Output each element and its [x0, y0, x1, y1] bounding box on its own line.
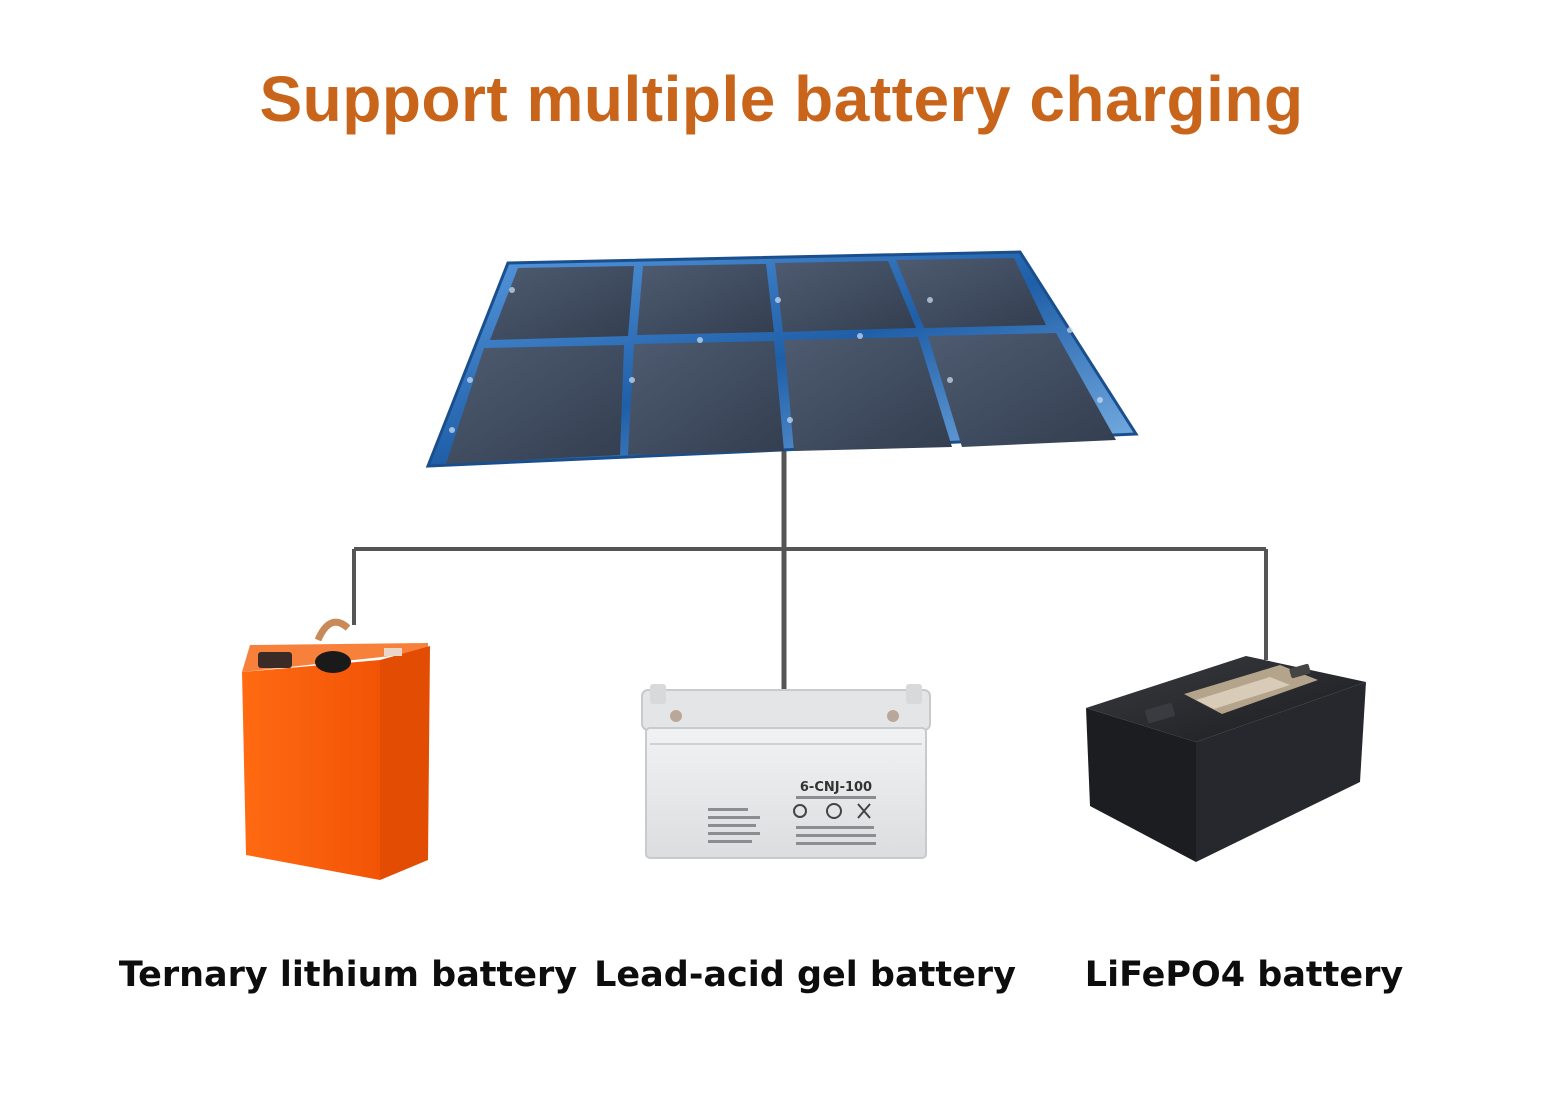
panel-cell	[896, 258, 1046, 328]
panel-cell	[928, 333, 1116, 447]
black-battery-icon	[1086, 656, 1366, 862]
panel-cell	[775, 261, 916, 332]
battery-side	[1196, 682, 1366, 862]
battery-terminal	[1145, 702, 1175, 724]
lead-acid-gel-battery-label: Lead-acid gel battery	[594, 955, 1016, 995]
battery-model-label: 6-CNJ-100	[800, 780, 872, 795]
battery-front	[242, 660, 380, 880]
battery-port	[315, 651, 351, 673]
battery-display	[258, 652, 292, 668]
battery-front	[1086, 708, 1196, 862]
solar-panel-icon	[425, 250, 1139, 468]
battery-front	[645, 727, 927, 859]
certification-icons	[793, 803, 871, 819]
panel-cell	[490, 266, 634, 340]
ternary-lithium-battery-label: Ternary lithium battery	[118, 955, 578, 995]
terminal-negative	[670, 710, 682, 722]
panel-cell	[628, 341, 784, 455]
page-title: Support multiple battery charging	[259, 63, 1304, 135]
panel-cell	[637, 264, 774, 335]
battery-handle	[314, 618, 351, 642]
gel-battery-icon: 6-CNJ-100	[641, 684, 931, 859]
terminal-positive	[887, 710, 899, 722]
panel-cell	[446, 345, 624, 464]
wiring	[352, 450, 1268, 700]
battery-lid	[641, 689, 931, 731]
lifepo4-battery-label: LiFePO4 battery	[1084, 955, 1404, 995]
frame-speckles	[449, 287, 1103, 433]
battery-side	[380, 646, 430, 880]
orange-battery-icon	[242, 618, 430, 880]
panel-cell	[784, 337, 952, 451]
label-fine-print	[708, 796, 876, 845]
